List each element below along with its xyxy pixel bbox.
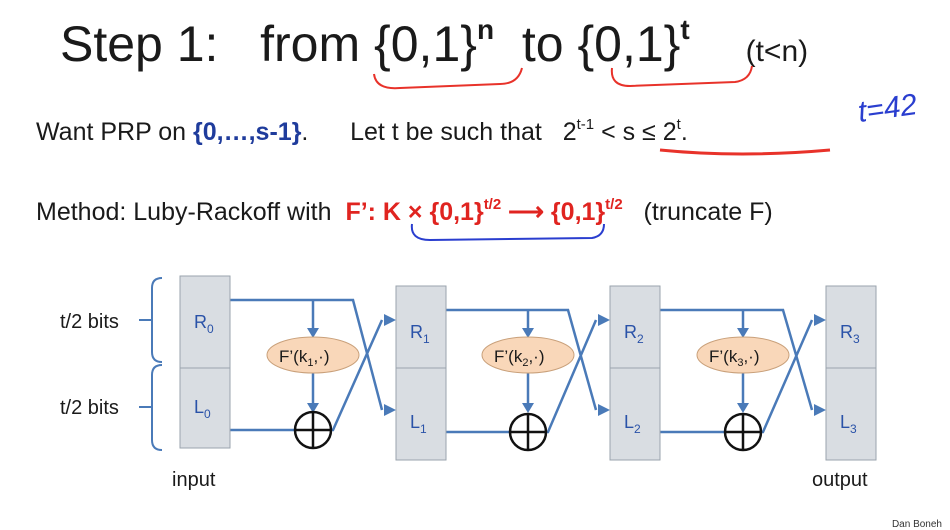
wire-r-cross-1 xyxy=(446,308,598,411)
inequality-middle: < s ≤ 2 xyxy=(594,118,677,146)
register-l-sub-1: 1 xyxy=(420,422,427,436)
bits-label-bottom: t/2 bits xyxy=(60,397,119,419)
register-box-3 xyxy=(825,285,877,461)
wire-r-cross-0 xyxy=(230,298,384,411)
round-function-suffix-1: ,·) xyxy=(313,347,329,366)
register-r-sub-1: 1 xyxy=(423,332,430,346)
func-exp2: t/2 xyxy=(605,196,623,213)
wire-group xyxy=(230,298,826,434)
title-to: to xyxy=(521,16,564,72)
rhs-exp: t xyxy=(676,116,681,133)
arrowhead-r-2 xyxy=(814,314,826,326)
arrowhead-func-2 xyxy=(737,328,749,338)
round-function-label-1: F’(k1,·) xyxy=(279,347,330,369)
round-function-suffix-3: ,·) xyxy=(743,347,759,366)
inequality-end: . xyxy=(680,118,688,146)
title-condition: (t<n) xyxy=(745,35,809,68)
wire-l-cross-0 xyxy=(230,319,384,432)
round-function-2 xyxy=(481,336,575,374)
register-box-0 xyxy=(179,275,231,449)
domain-set: {0,…,s-1} xyxy=(193,118,302,146)
title-set-n: {0,1} xyxy=(374,16,477,72)
lhs-exp: t-1 xyxy=(576,116,595,133)
red-underline-t xyxy=(610,65,753,88)
function-signature: F’: K × {0,1}t/2 ⟶ {0,1}t/2 xyxy=(345,196,623,226)
round-function-sub-2: 2 xyxy=(522,357,528,369)
register-box-2 xyxy=(609,285,661,461)
arrowhead-xor-0 xyxy=(307,403,319,413)
func-exp1: t/2 xyxy=(483,196,502,213)
wire-r-cross-2 xyxy=(660,308,814,411)
func-prefix: F’: K × {0,1} xyxy=(345,198,484,226)
let-text: Let t be such that xyxy=(350,118,542,146)
period: . xyxy=(301,118,309,146)
register-r-sub-0: 0 xyxy=(207,322,214,336)
want-text: Want PRP on xyxy=(36,118,187,146)
register-r-sub-3: 3 xyxy=(853,332,860,346)
arrowhead-l-2 xyxy=(814,404,826,416)
title-step: Step 1: xyxy=(60,16,219,72)
arrowhead-l-0 xyxy=(384,404,396,416)
arrowhead-func-1 xyxy=(522,328,534,338)
register-l-sub-0: 0 xyxy=(204,407,211,421)
arrowhead-l-1 xyxy=(598,404,610,416)
red-underline-n xyxy=(373,67,523,90)
arrowhead-xor-1 xyxy=(522,403,534,413)
wire-l-cross-1 xyxy=(446,319,598,434)
line-want-prp: Want PRP on {0,…,s-1}. Let t be such tha… xyxy=(36,116,688,147)
round-function-sub-1: 1 xyxy=(307,357,313,369)
register-r-sub-2: 2 xyxy=(637,332,644,346)
title-set-t: {0,1} xyxy=(577,16,681,72)
input-label: input xyxy=(172,469,216,491)
round-function-1 xyxy=(266,336,360,374)
register-l-sub-3: 3 xyxy=(850,422,857,436)
lhs-base: 2 xyxy=(562,118,577,146)
author-credit: Dan Boneh xyxy=(891,519,942,530)
red-underline-inequality xyxy=(659,148,831,156)
title-from: from xyxy=(260,16,361,72)
wire-l-cross-2 xyxy=(660,319,814,434)
truncate-text: (truncate F) xyxy=(643,198,773,226)
arrowhead-func-0 xyxy=(307,328,319,338)
function-group: F’(k1,·) F’(k2,·) F’(k3,·) xyxy=(266,336,790,452)
bracket-top xyxy=(151,277,163,363)
round-function-label-3: F’(k3,·) xyxy=(709,347,760,369)
bits-label-top: t/2 bits xyxy=(60,311,119,333)
arrowhead-r-0 xyxy=(384,314,396,326)
blue-underline-func xyxy=(410,223,605,242)
round-function-sub-3: 3 xyxy=(737,357,743,369)
register-l-sub-2: 2 xyxy=(634,422,641,436)
output-label: output xyxy=(812,469,868,491)
round-function-label-2: F’(k2,·) xyxy=(494,347,545,369)
func-arrow: ⟶ {0,1} xyxy=(501,198,606,226)
method-text: Method: Luby-Rackoff with xyxy=(36,198,332,226)
title-sup-t: t xyxy=(680,14,690,45)
bracket-bottom xyxy=(151,364,163,451)
arrowhead-xor-2 xyxy=(737,403,749,413)
register-box-1 xyxy=(395,285,447,461)
title-sup-n: n xyxy=(476,14,495,45)
line-method: Method: Luby-Rackoff with F’: K × {0,1}t… xyxy=(36,196,773,227)
slide-title: Step 1: from {0,1}n to {0,1}t (t<n) xyxy=(60,14,808,73)
round-function-suffix-2: ,·) xyxy=(528,347,544,366)
arrowhead-r-1 xyxy=(598,314,610,326)
round-function-3 xyxy=(696,336,790,374)
